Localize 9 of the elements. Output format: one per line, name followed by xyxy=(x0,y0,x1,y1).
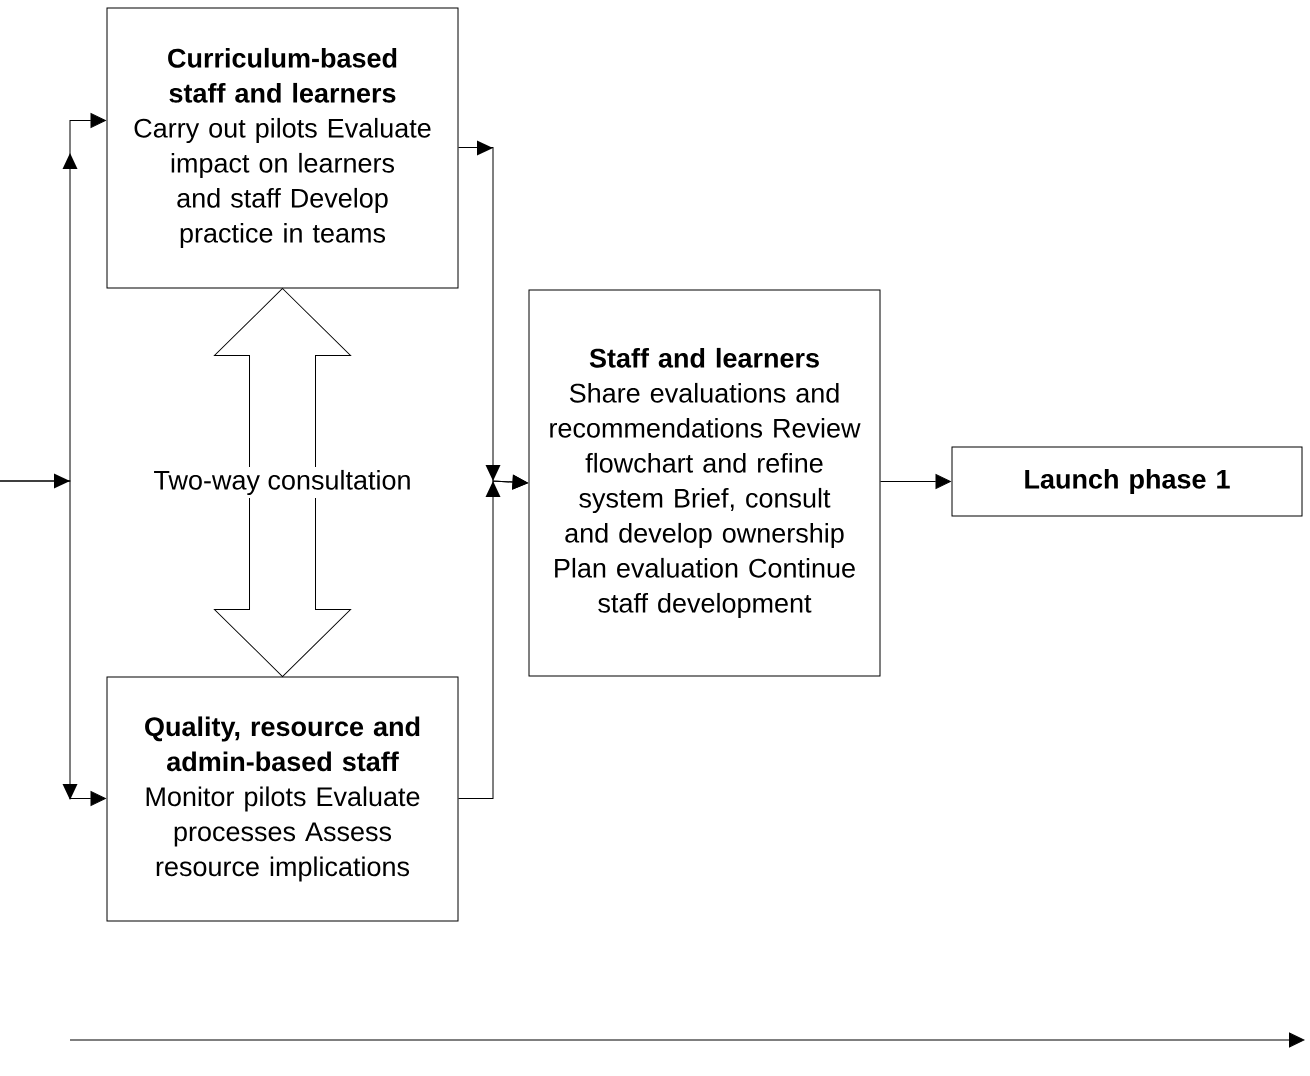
arrow xyxy=(880,474,951,489)
edge-label: Two-way consultation xyxy=(150,466,415,499)
process-box: Curriculum-based staff and learners Carry out pilots Evaluate impact on learners and staff Develop practice in teams xyxy=(106,7,459,289)
process-box: Quality, resource and admin-based staff Monitor pilots Evaluate processes Assess resource implications xyxy=(106,676,459,922)
double-arrow xyxy=(214,288,351,677)
arrow xyxy=(458,474,528,799)
process-box: Launch phase 1 xyxy=(951,446,1303,517)
arrow xyxy=(0,480,106,806)
process-box: Staff and learners Share evaluations and recommendations Review flowchart and refine system Brief, consult and develop ownership Plan evaluation Continue staff development xyxy=(528,289,881,677)
